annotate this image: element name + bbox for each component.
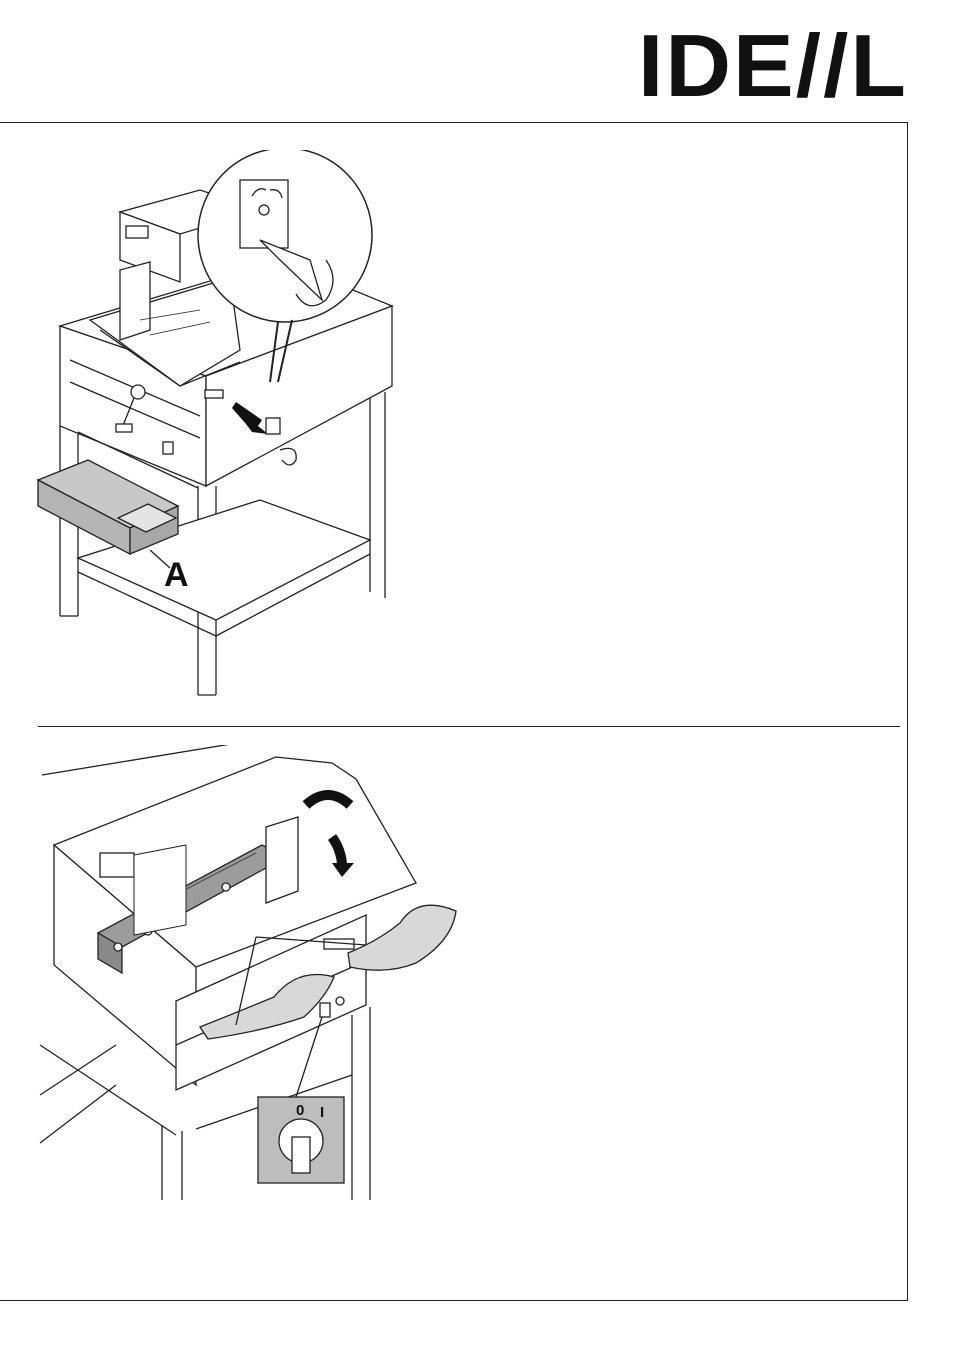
- svg-text:IDE//L: IDE//L: [638, 30, 908, 98]
- figure-machine-overview: A: [30, 150, 410, 710]
- page-frame-bottom: [0, 1300, 908, 1301]
- ideal-logo: IDE//L: [638, 30, 908, 98]
- switch-on-label: I: [320, 1104, 324, 1121]
- callout-label-a: A: [164, 556, 189, 594]
- page-frame-top: [0, 122, 908, 123]
- figure-two-hand-operation: 0 I: [36, 745, 466, 1200]
- switch-off-label: 0: [296, 1102, 304, 1119]
- page-frame-right: [907, 122, 908, 1300]
- section-divider: [38, 726, 900, 727]
